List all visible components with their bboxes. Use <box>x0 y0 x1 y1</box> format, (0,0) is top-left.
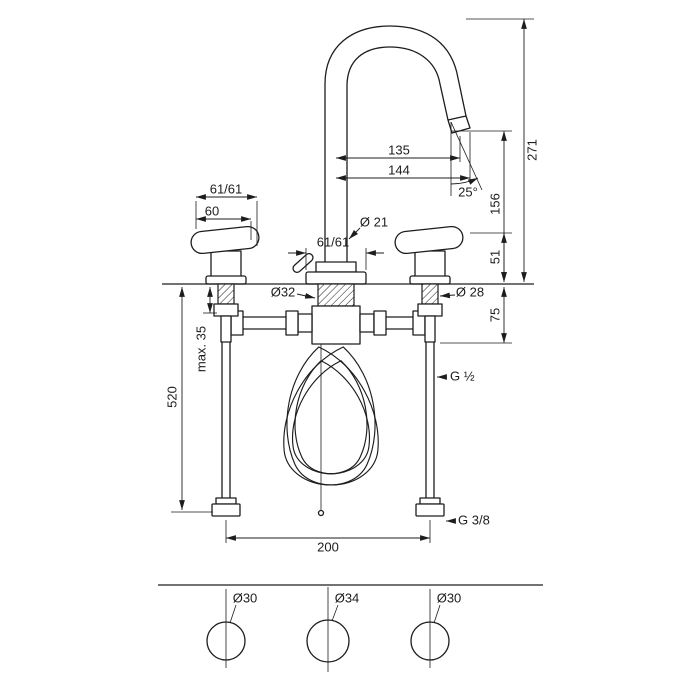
right-threaded-shank <box>421 283 439 305</box>
hole-right-circle <box>410 621 450 661</box>
body-port-left <box>297 313 313 333</box>
angle-ref-slant <box>450 121 483 191</box>
dim-label-6161-left: 61/61 <box>210 181 243 196</box>
hole-mid-circle <box>306 619 350 663</box>
left-threaded-shank <box>217 283 235 305</box>
handle-left-base <box>210 250 242 279</box>
dim-label-dia28: Ø 28 <box>456 284 484 299</box>
handle-right <box>394 225 464 285</box>
dim-label-hole-right: Ø30 <box>437 590 462 605</box>
angle-arc <box>450 177 479 185</box>
tube-fitting-left-inner <box>285 310 299 336</box>
handle-left-escutcheon <box>205 275 247 285</box>
hole-plan-view: Ø30 Ø34 Ø30 <box>158 584 543 672</box>
dim-label-dia32: Ø32 <box>271 284 296 299</box>
hose-loop-right <box>283 346 376 486</box>
dim-label-144: 144 <box>388 162 410 177</box>
leader-hole-left <box>229 604 237 624</box>
dim-label-g38: G 3/8 <box>458 512 490 527</box>
right-hex-neck <box>419 497 441 505</box>
tube-fitting-right-inner <box>373 310 387 336</box>
hole-left-circle <box>206 621 246 661</box>
spout-collar <box>315 261 357 273</box>
handle-left-lever <box>190 225 260 255</box>
dim-label-max35: max. 35 <box>193 326 208 372</box>
dim-label-hole-mid: Ø34 <box>335 590 360 605</box>
dim-label-520: 520 <box>164 386 179 408</box>
left-hex-neck <box>215 497 237 505</box>
mixer-body-block <box>311 305 361 345</box>
dim-label-271: 271 <box>524 139 539 161</box>
spout <box>292 25 471 285</box>
leader-dia32 <box>296 293 316 299</box>
dim-label-51: 51 <box>487 250 502 264</box>
handle-right-base <box>414 250 446 279</box>
leader-hole-mid <box>331 604 339 622</box>
dim-label-6161-center: 61/61 <box>317 234 350 249</box>
leader-hole-right <box>433 604 441 624</box>
dim-label-135: 135 <box>388 142 410 157</box>
handle-right-escutcheon <box>409 275 451 285</box>
dim-label-60: 60 <box>205 203 219 218</box>
dim-label-dia21: Ø 21 <box>360 214 388 229</box>
center-threaded-shank <box>317 283 355 307</box>
right-hex-nut <box>415 503 445 517</box>
spout-outer-edge <box>324 25 467 284</box>
dim-label-200: 200 <box>317 539 339 554</box>
leader-dia21 <box>348 227 361 240</box>
spout-inner-edge <box>346 46 449 284</box>
handle-left <box>190 225 260 285</box>
right-pipe <box>424 315 436 343</box>
dim-label-hole-left: Ø30 <box>233 590 258 605</box>
dimensions: 61/61 60 135 144 25° 271 156 51 75 <box>164 18 539 554</box>
handle-right-lever <box>394 225 464 255</box>
dim-label-75: 75 <box>487 308 502 322</box>
dim-label-156: 156 <box>487 193 502 215</box>
dim-label-g12: G ½ <box>450 368 475 383</box>
hose-loop-left <box>286 346 379 486</box>
drain-pull-knob <box>292 252 314 274</box>
right-mounting-nut <box>417 303 443 317</box>
dim-label-25: 25° <box>458 184 478 199</box>
supply-left <box>211 283 241 517</box>
left-mounting-nut <box>213 303 239 317</box>
body-below-deck <box>230 283 426 345</box>
pop-up-rod-end <box>317 509 325 517</box>
supply-right <box>415 283 445 517</box>
left-hex-nut <box>211 503 241 517</box>
left-pipe <box>220 315 232 343</box>
spout-escutcheon <box>305 271 367 285</box>
flexible-hose-loops <box>283 344 379 517</box>
body-port-right <box>359 313 375 333</box>
leader-dia28 <box>439 292 456 299</box>
